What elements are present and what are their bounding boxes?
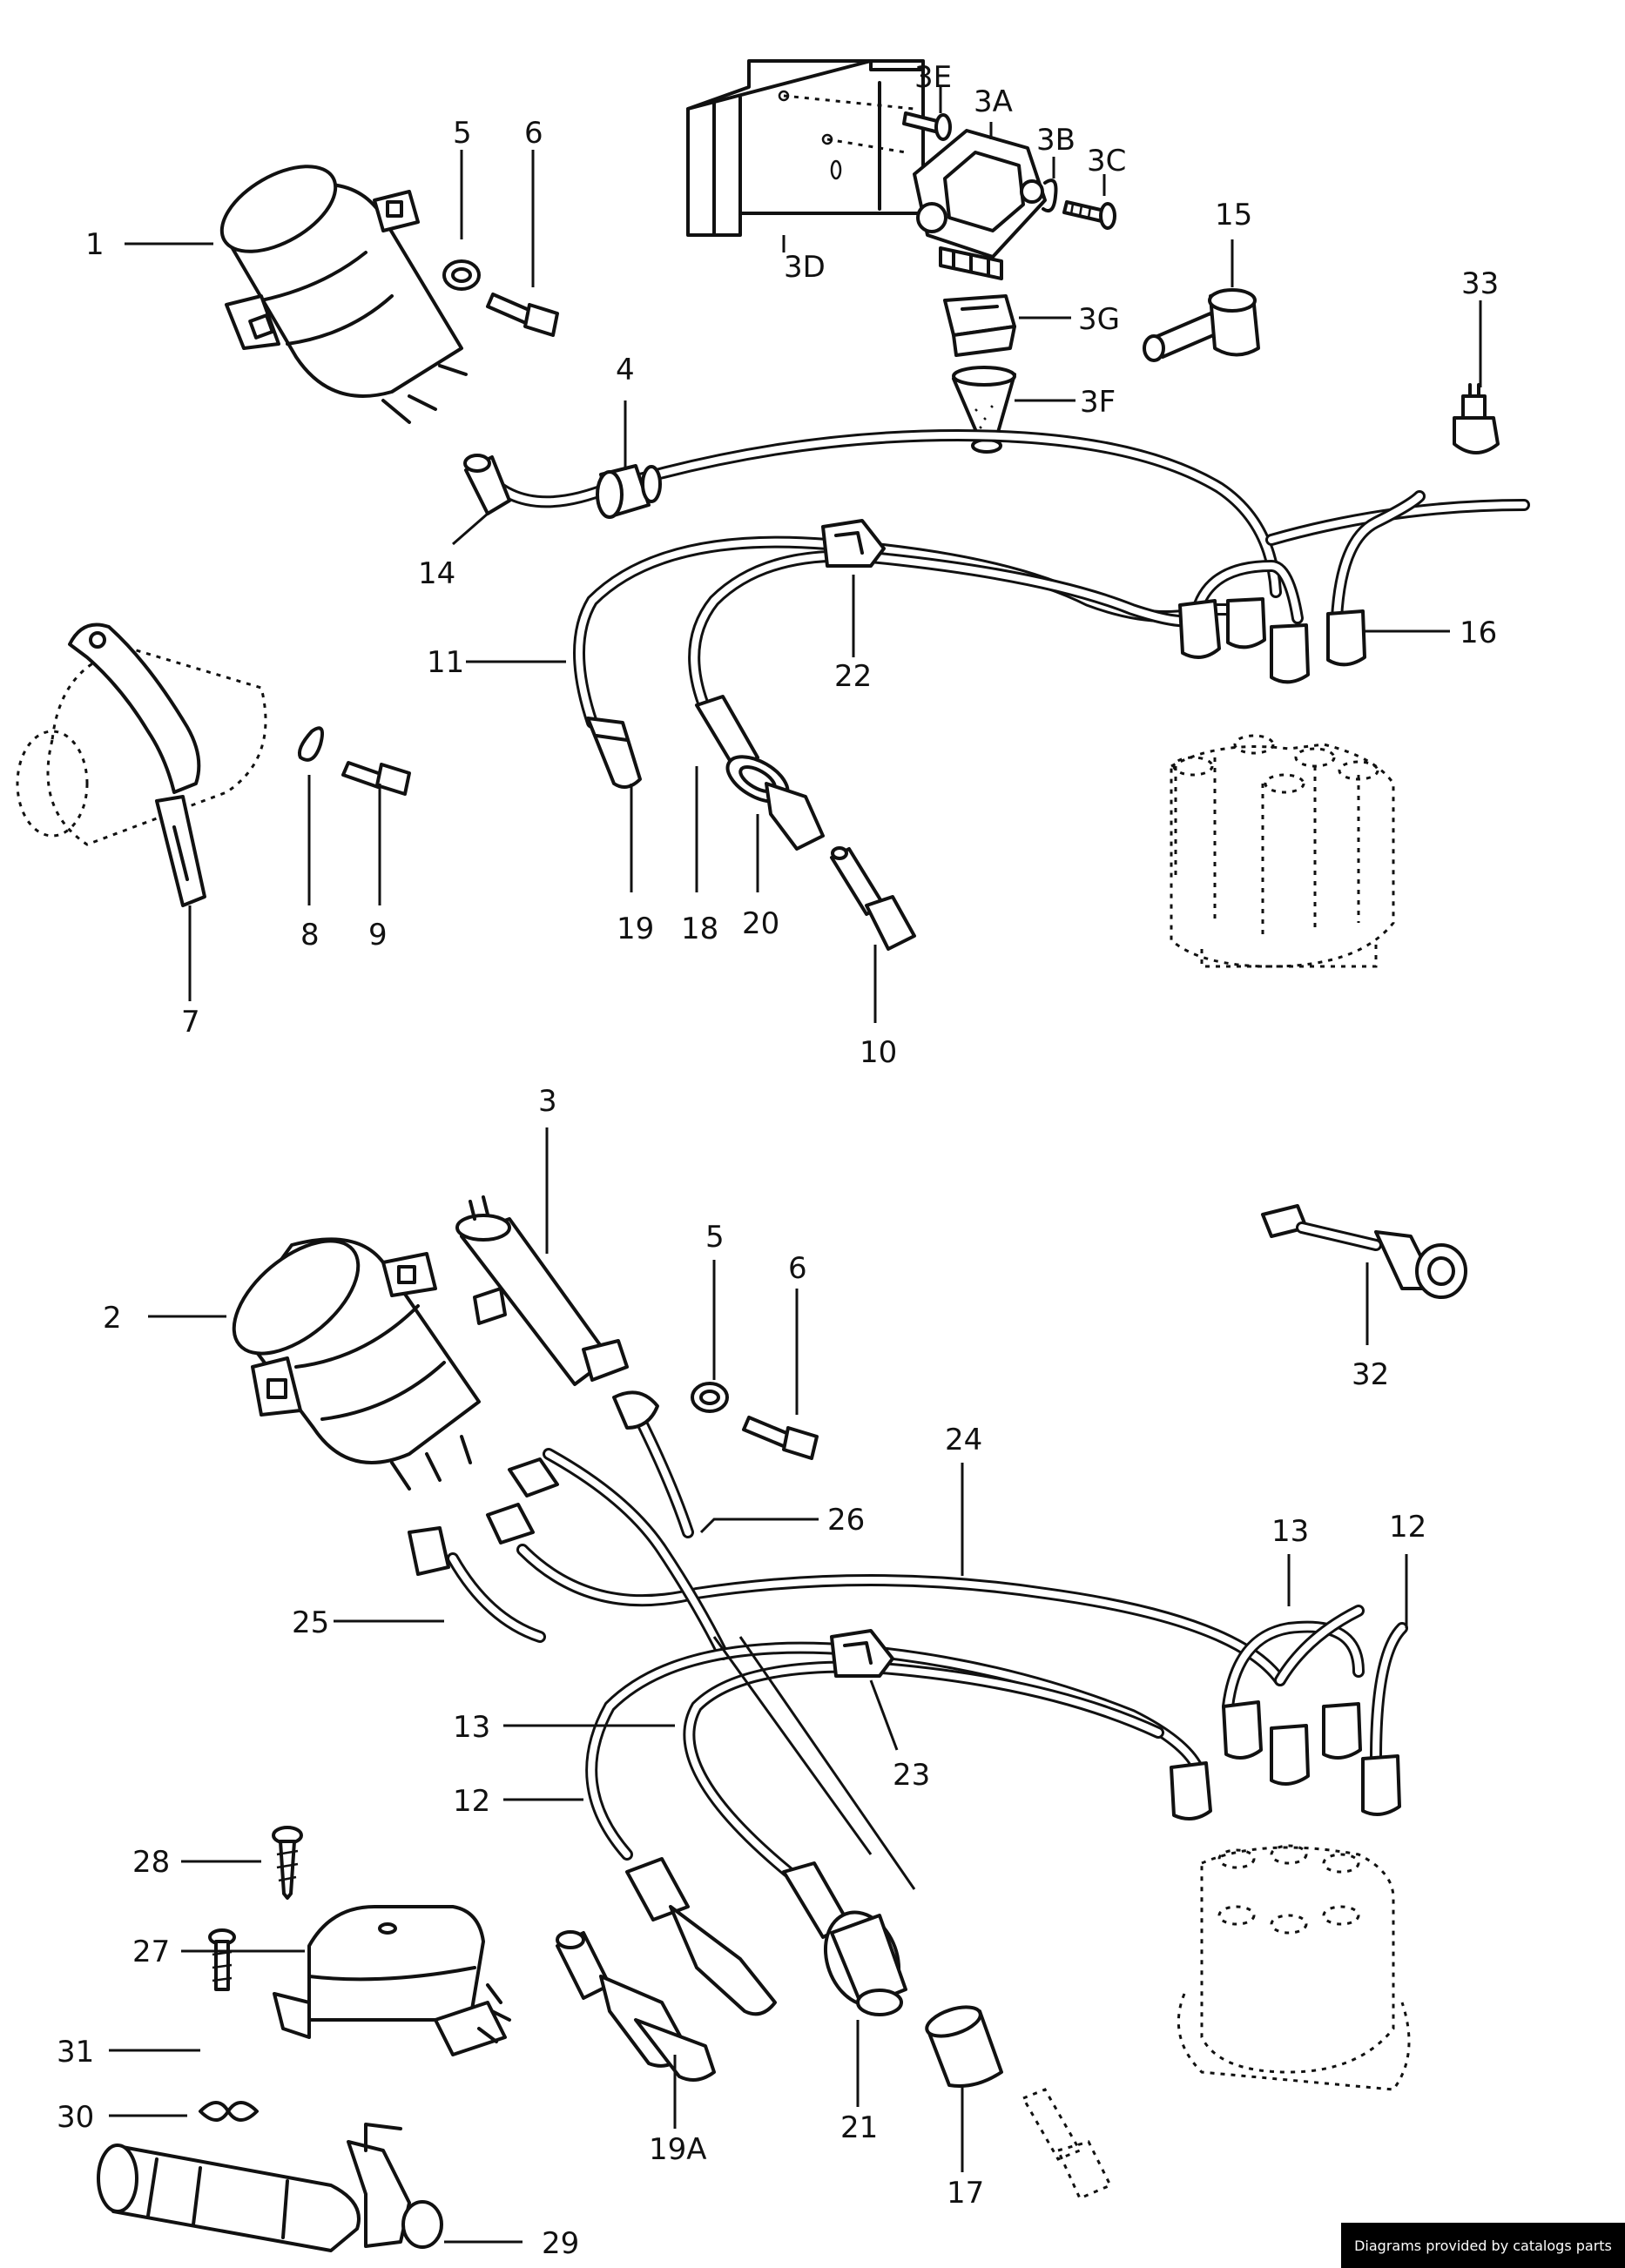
label-6-bottom: 6 bbox=[788, 1251, 807, 1286]
label-32: 32 bbox=[1352, 1357, 1389, 1392]
ignition-coil-part-1 bbox=[219, 165, 468, 424]
label-3C: 3C bbox=[1087, 144, 1126, 178]
connector-plug-part-3G bbox=[943, 294, 1016, 357]
sensor-part-14 bbox=[463, 454, 511, 515]
credit-banner: Diagrams provided by catalogs parts bbox=[1341, 2223, 1625, 2268]
label-24: 24 bbox=[945, 1423, 982, 1457]
label-13-bottom: 13 bbox=[453, 1710, 490, 1745]
bolt-part-9 bbox=[341, 761, 411, 796]
label-19: 19 bbox=[617, 912, 654, 946]
leader-lines bbox=[109, 87, 1482, 2244]
wire-clip-part-23 bbox=[830, 1629, 894, 1678]
label-8: 8 bbox=[300, 918, 320, 952]
label-1: 1 bbox=[85, 227, 105, 262]
label-33: 33 bbox=[1461, 266, 1499, 301]
label-30: 30 bbox=[57, 2100, 94, 2135]
label-10: 10 bbox=[860, 1035, 897, 1070]
label-16: 16 bbox=[1460, 616, 1497, 650]
label-3A: 3A bbox=[974, 84, 1013, 119]
mounting-bracket-part-3D bbox=[686, 59, 925, 237]
plug-boot-part-18-20 bbox=[695, 695, 825, 851]
label-12-bottom: 12 bbox=[453, 1784, 490, 1819]
cap-terminals-bottom bbox=[1170, 1700, 1401, 1820]
wire-clip-part-22 bbox=[821, 519, 886, 568]
bolt-part-6-bottom bbox=[742, 1416, 819, 1460]
connector-part-19A bbox=[556, 1857, 777, 2082]
label-22: 22 bbox=[834, 659, 872, 694]
washer-part-5-top bbox=[442, 259, 481, 291]
screw-part-3E bbox=[902, 111, 952, 141]
lock-washer-part-8 bbox=[297, 726, 324, 762]
label-11: 11 bbox=[427, 645, 464, 680]
distributor-cap-bottom bbox=[1177, 1844, 1411, 2091]
washer-part-30 bbox=[199, 2101, 259, 2122]
label-3E: 3E bbox=[914, 60, 952, 95]
spark-plug-part-10 bbox=[830, 846, 916, 951]
label-15: 15 bbox=[1215, 198, 1252, 232]
label-3D: 3D bbox=[784, 250, 826, 285]
label-21: 21 bbox=[840, 2110, 878, 2145]
label-17: 17 bbox=[947, 2176, 984, 2211]
label-2: 2 bbox=[103, 1301, 122, 1336]
sensor-connector-part-32 bbox=[1261, 1204, 1467, 1299]
label-3B: 3B bbox=[1036, 123, 1075, 158]
label-25: 25 bbox=[292, 1605, 329, 1640]
label-3F: 3F bbox=[1080, 385, 1116, 420]
label-5-top: 5 bbox=[453, 116, 472, 151]
label-18: 18 bbox=[681, 912, 718, 946]
label-14: 14 bbox=[418, 556, 455, 591]
component-part-29 bbox=[97, 2123, 443, 2252]
lock-washer-part-3B bbox=[1042, 178, 1058, 213]
label-28: 28 bbox=[132, 1845, 170, 1880]
cap-terminals-part-16 bbox=[1178, 597, 1366, 684]
label-9: 9 bbox=[368, 918, 388, 952]
label-13-top: 13 bbox=[1271, 1514, 1309, 1549]
screw-part-28 bbox=[272, 1826, 303, 1900]
ignition-coil-part-2 bbox=[232, 1237, 481, 1491]
boot-part-21 bbox=[782, 1861, 907, 2016]
screw-part-31 bbox=[208, 1928, 236, 1991]
label-5-bottom: 5 bbox=[705, 1220, 725, 1255]
ignition-wires-bottom bbox=[447, 1404, 1408, 1890]
coil-leads bbox=[408, 1390, 659, 1576]
control-unit-part-3A bbox=[913, 129, 1047, 280]
voltage-regulator-part-27 bbox=[273, 1905, 511, 2056]
screw-part-3C bbox=[1062, 200, 1116, 230]
part-labels: 1 5 6 3E 3A 3B 3C 3D 3G 3F 15 33 4 14 11… bbox=[57, 60, 1499, 2261]
label-23: 23 bbox=[893, 1758, 930, 1793]
label-19A: 19A bbox=[649, 2132, 707, 2167]
plug-connector-part-15 bbox=[1143, 288, 1260, 362]
label-31: 31 bbox=[57, 2035, 94, 2069]
washer-part-5-bottom bbox=[691, 1382, 729, 1413]
label-6-top: 6 bbox=[524, 116, 543, 151]
label-7: 7 bbox=[181, 1005, 200, 1040]
label-26: 26 bbox=[827, 1503, 865, 1538]
boot-part-17 bbox=[925, 2005, 1003, 2088]
label-3: 3 bbox=[538, 1084, 557, 1119]
label-27: 27 bbox=[132, 1935, 170, 1969]
clip-part-33 bbox=[1453, 383, 1500, 454]
bolt-part-6-top bbox=[486, 293, 559, 337]
label-29: 29 bbox=[542, 2226, 579, 2261]
label-20: 20 bbox=[742, 906, 779, 941]
coil-bracket-part-7 bbox=[16, 623, 267, 907]
distributor-cap-top bbox=[1170, 734, 1395, 968]
label-4: 4 bbox=[616, 353, 635, 387]
connector-part-19 bbox=[586, 717, 642, 789]
spark-plug-dotted bbox=[1021, 2088, 1113, 2200]
condenser-part-3 bbox=[455, 1195, 629, 1386]
label-12-top: 12 bbox=[1389, 1510, 1426, 1545]
label-3G: 3G bbox=[1078, 302, 1120, 337]
grommet-part-4 bbox=[596, 464, 662, 519]
